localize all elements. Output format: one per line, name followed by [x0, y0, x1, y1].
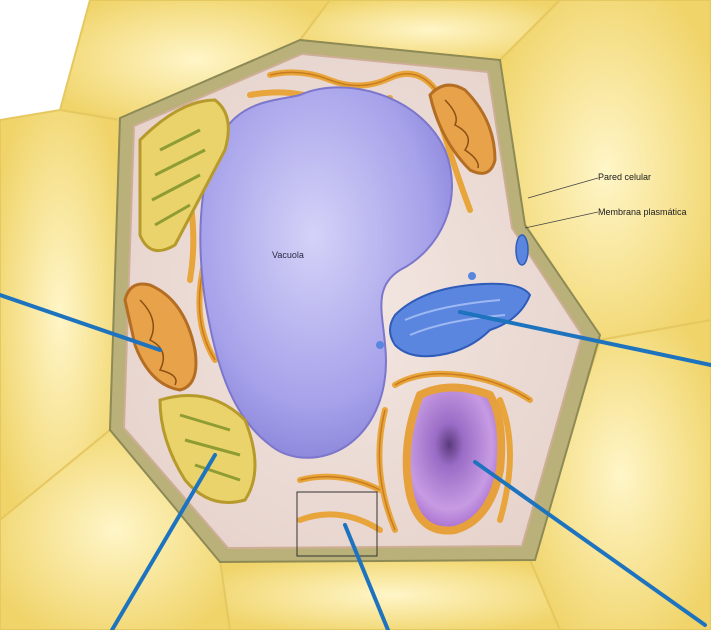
vacuole-label: Vacuola [272, 250, 304, 260]
plasma-membrane-label: Membrana plasmática [598, 207, 687, 217]
cell-wall-label: Pared celular [598, 172, 651, 182]
nucleus [407, 388, 502, 531]
